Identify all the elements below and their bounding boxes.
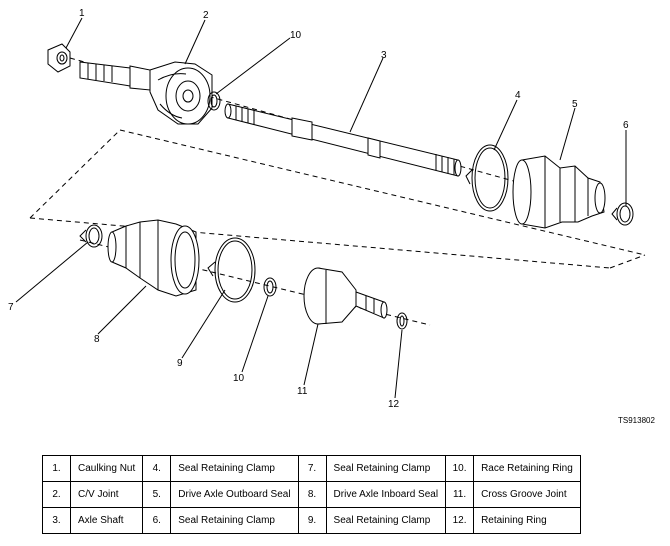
legend-part-name: Axle Shaft bbox=[69, 507, 144, 534]
legend-number: 11. bbox=[445, 481, 475, 508]
seal-retaining-clamp-7 bbox=[79, 224, 103, 248]
callout-6: 6 bbox=[623, 120, 629, 131]
cv-joint-part bbox=[79, 61, 213, 125]
legend-part-name: Drive Axle Inboard Seal bbox=[325, 481, 447, 508]
leader-lines bbox=[15, 17, 627, 399]
legend-number: 10. bbox=[445, 455, 475, 482]
callout-2: 2 bbox=[203, 10, 209, 21]
legend-part-name: Cross Groove Joint bbox=[473, 481, 581, 508]
cross-groove-joint-part bbox=[303, 267, 388, 325]
callout-5: 5 bbox=[572, 99, 578, 110]
seal-retaining-clamp-4 bbox=[465, 144, 509, 212]
legend-row: 2. C/V Joint 5. Drive Axle Outboard Seal… bbox=[42, 481, 581, 508]
legend-number: 9. bbox=[297, 507, 327, 534]
legend-part-name: Seal Retaining Clamp bbox=[325, 507, 447, 534]
legend-number: 12. bbox=[445, 507, 475, 534]
legend-number: 2. bbox=[42, 481, 71, 508]
legend-part-name: C/V Joint bbox=[69, 481, 144, 508]
legend-part-name: Seal Retaining Clamp bbox=[170, 507, 299, 534]
callout-12: 12 bbox=[388, 399, 400, 410]
race-retaining-ring-upper bbox=[207, 91, 221, 111]
callout-4: 4 bbox=[515, 90, 521, 101]
inboard-seal-part bbox=[107, 219, 200, 297]
legend-row: 3. Axle Shaft 6. Seal Retaining Clamp 9.… bbox=[42, 507, 581, 534]
legend-part-name: Seal Retaining Clamp bbox=[170, 455, 299, 482]
legend-number: 6. bbox=[142, 507, 172, 534]
callout-8: 8 bbox=[94, 334, 100, 345]
outboard-seal-part bbox=[512, 155, 606, 229]
callout-9: 9 bbox=[177, 358, 183, 369]
seal-retaining-clamp-6 bbox=[611, 202, 634, 226]
retaining-ring-part bbox=[396, 312, 408, 330]
legend-number: 3. bbox=[42, 507, 71, 534]
callout-3: 3 bbox=[381, 50, 387, 61]
seal-retaining-clamp-9 bbox=[207, 237, 256, 303]
legend-number: 7. bbox=[297, 455, 327, 482]
callout-10-upper: 10 bbox=[290, 30, 302, 41]
legend-part-name: Caulking Nut bbox=[69, 455, 144, 482]
callout-labels: 1 2 10 3 4 5 6 7 8 9 10 11 12 TS913802 bbox=[8, 8, 655, 425]
legend-number: 4. bbox=[142, 455, 172, 482]
race-retaining-ring-lower bbox=[263, 277, 277, 297]
parts-legend-table: 1. Caulking Nut 4. Seal Retaining Clamp … bbox=[42, 455, 581, 534]
callout-1: 1 bbox=[79, 8, 85, 19]
legend-number: 8. bbox=[297, 481, 327, 508]
axle-shaft-part bbox=[224, 103, 462, 177]
legend-part-name: Seal Retaining Clamp bbox=[325, 455, 447, 482]
caulking-nut-part bbox=[47, 43, 71, 73]
callout-10-lower: 10 bbox=[233, 373, 245, 384]
legend-part-name: Race Retaining Ring bbox=[473, 455, 581, 482]
legend-number: 1. bbox=[42, 455, 71, 482]
legend-row: 1. Caulking Nut 4. Seal Retaining Clamp … bbox=[42, 455, 581, 482]
legend-number: 5. bbox=[142, 481, 172, 508]
callout-11: 11 bbox=[297, 386, 308, 397]
legend-part-name: Retaining Ring bbox=[473, 507, 581, 534]
figure-code: TS913802 bbox=[618, 416, 655, 425]
exploded-axle-diagram: 1 2 10 3 4 5 6 7 8 9 10 11 12 TS913802 bbox=[8, 8, 655, 425]
legend-part-name: Drive Axle Outboard Seal bbox=[170, 481, 299, 508]
callout-7: 7 bbox=[8, 302, 14, 313]
